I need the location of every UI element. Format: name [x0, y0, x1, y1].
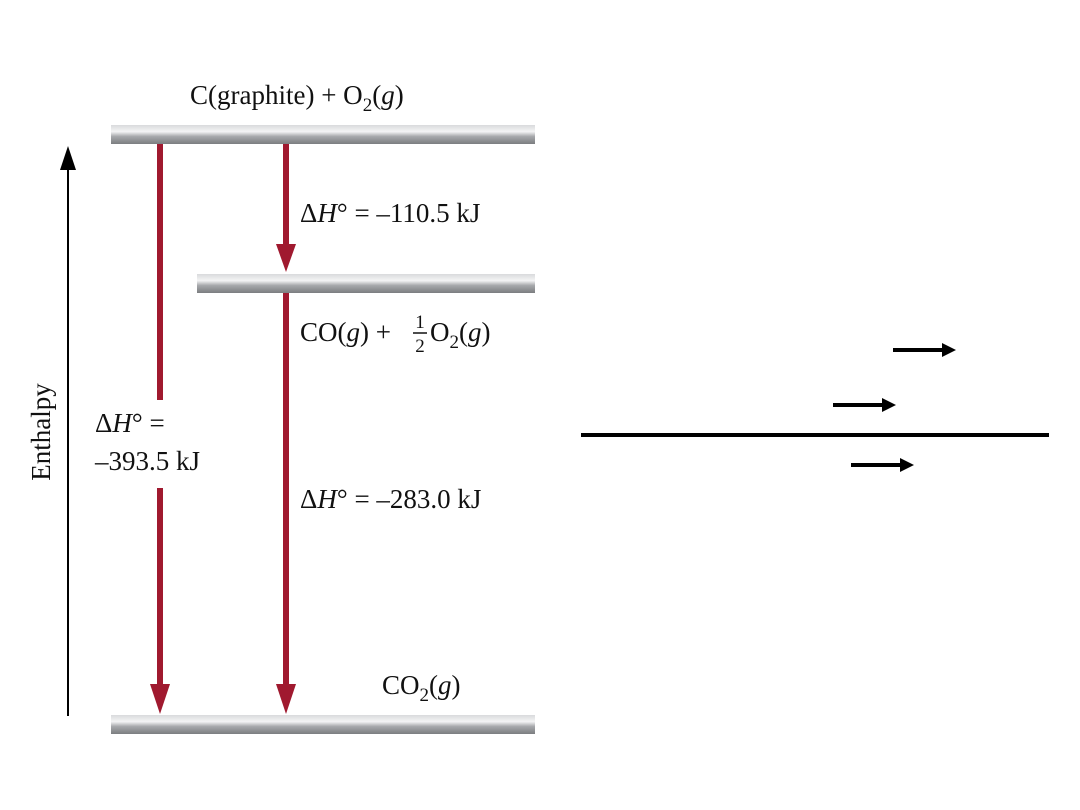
delta-h-second-step: ΔH° = –283.0 kJ [300, 484, 481, 514]
arrowhead-first-step-icon [276, 244, 296, 272]
level-bar-middle [197, 274, 535, 293]
small-arrow-1-icon [893, 343, 956, 357]
arrowhead-overall-icon [150, 684, 170, 714]
small-arrow-3-icon [851, 458, 914, 472]
small-arrow-2-icon [833, 398, 896, 412]
enthalpy-axis-label: Enthalpy [26, 383, 56, 481]
delta-h-overall-symbol: ΔH° = [95, 408, 165, 438]
fraction-numerator: 1 [415, 312, 425, 333]
level-bar-top [111, 125, 535, 144]
level-label-top: C(graphite) + O2(g) [190, 80, 404, 116]
level-bar-bottom [111, 715, 535, 734]
level-label-bottom: CO2(g) [382, 670, 461, 706]
arrowhead-second-step-icon [276, 684, 296, 714]
delta-h-first-step: ΔH° = –110.5 kJ [300, 198, 480, 228]
svg-text:CO(g) +: CO(g) + [300, 317, 391, 347]
fraction-denominator: 2 [415, 336, 425, 357]
svg-text:O2(g): O2(g) [430, 317, 491, 353]
level-label-middle: CO(g) + 1 2 O2(g) [300, 312, 491, 357]
enthalpy-axis-arrowhead-icon [60, 146, 76, 170]
delta-h-overall-value: –393.5 kJ [94, 446, 200, 476]
